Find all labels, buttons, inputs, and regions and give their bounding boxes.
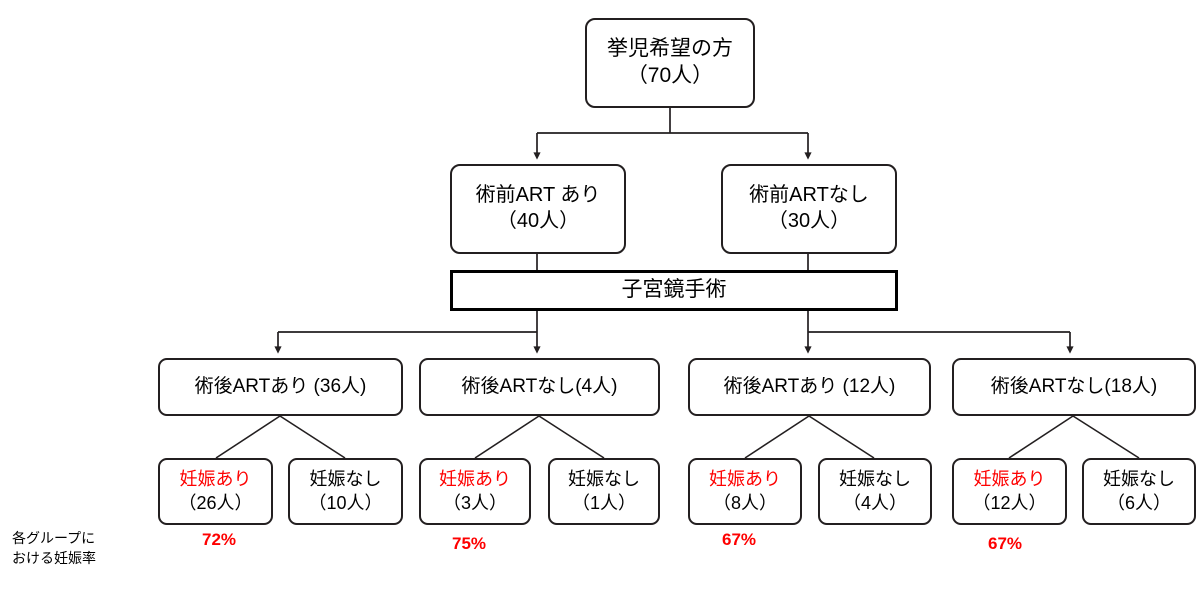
node-root-count: （70人） xyxy=(626,64,714,87)
node-hysteroscopic-surgery-label: 子宮鏡手術 xyxy=(621,278,727,302)
node-pregnancy-yes-12[interactable]: 妊娠あり （12人） xyxy=(952,458,1067,525)
legend-caption-line1: 各グループに xyxy=(12,530,96,546)
node-pregnancy-yes-8-count: （8人） xyxy=(712,492,777,513)
node-preop-art-yes[interactable]: 術前ART あり （40人） xyxy=(450,164,626,254)
node-pregnancy-no-10-label: 妊娠なし xyxy=(309,469,382,490)
node-postop-art-yes-12-label: 術後ARTあり (12人) xyxy=(723,375,896,397)
node-pregnancy-no-10[interactable]: 妊娠なし （10人） xyxy=(288,458,403,525)
node-postop-art-yes-36-label: 術後ARTあり (36人) xyxy=(194,375,367,397)
node-pregnancy-no-6[interactable]: 妊娠なし （6人） xyxy=(1082,458,1196,525)
node-root[interactable]: 挙児希望の方 （70人） xyxy=(585,18,755,108)
node-pregnancy-yes-8-label: 妊娠あり xyxy=(709,469,781,490)
node-pregnancy-no-1-count: （1人） xyxy=(571,492,636,513)
node-postop-art-no-4-label: 術後ARTなし(4人) xyxy=(461,375,618,397)
pregnancy-rate-group-2: 75% xyxy=(452,534,487,553)
node-pregnancy-yes-3-label: 妊娠あり xyxy=(439,469,511,490)
node-root-label: 挙児希望の方 xyxy=(607,37,733,61)
node-postop-art-yes-36[interactable]: 術後ARTあり (36人) xyxy=(158,358,403,416)
node-hysteroscopic-surgery[interactable]: 子宮鏡手術 xyxy=(450,270,898,311)
pregnancy-rate-group-1: 72% xyxy=(202,530,237,549)
legend-caption: 各グループに おける妊娠率 xyxy=(12,528,96,569)
node-pregnancy-yes-12-label: 妊娠あり xyxy=(973,469,1046,490)
node-pregnancy-yes-8[interactable]: 妊娠あり （8人） xyxy=(688,458,802,525)
node-pregnancy-yes-26-count: （26人） xyxy=(178,492,253,513)
node-pregnancy-no-1-label: 妊娠なし xyxy=(568,469,640,490)
legend-caption-line2: おける妊娠率 xyxy=(12,550,96,567)
node-postop-art-no-18-label: 術後ARTなし(18人) xyxy=(990,375,1158,397)
node-pregnancy-no-10-count: （10人） xyxy=(308,492,383,513)
node-pregnancy-no-4-label: 妊娠なし xyxy=(839,469,911,490)
pregnancy-rate-group-3: 67% xyxy=(722,530,757,549)
node-postop-art-yes-12[interactable]: 術後ARTあり (12人) xyxy=(688,358,931,416)
node-pregnancy-yes-3[interactable]: 妊娠あり （3人） xyxy=(419,458,531,525)
node-pregnancy-yes-12-count: （12人） xyxy=(972,492,1047,513)
node-pregnancy-no-6-label: 妊娠なし xyxy=(1103,469,1175,490)
node-postop-art-no-4[interactable]: 術後ARTなし(4人) xyxy=(419,358,660,416)
node-preop-art-yes-count: （40人） xyxy=(496,210,580,232)
pregnancy-rate-group-4: 67% xyxy=(988,534,1023,553)
node-pregnancy-no-4[interactable]: 妊娠なし （4人） xyxy=(818,458,932,525)
node-postop-art-no-18[interactable]: 術後ARTなし(18人) xyxy=(952,358,1196,416)
node-preop-art-no-label: 術前ARTなし xyxy=(749,184,869,207)
node-preop-art-no-count: （30人） xyxy=(767,210,851,232)
node-preop-art-yes-label: 術前ART あり xyxy=(475,184,601,207)
node-pregnancy-yes-3-count: （3人） xyxy=(442,492,507,513)
node-pregnancy-yes-26[interactable]: 妊娠あり （26人） xyxy=(158,458,273,525)
node-preop-art-no[interactable]: 術前ARTなし （30人） xyxy=(721,164,897,254)
node-pregnancy-no-4-count: （4人） xyxy=(842,492,907,513)
node-pregnancy-yes-26-label: 妊娠あり xyxy=(179,469,252,490)
node-pregnancy-no-1[interactable]: 妊娠なし （1人） xyxy=(548,458,660,525)
node-pregnancy-no-6-count: （6人） xyxy=(1106,492,1171,513)
